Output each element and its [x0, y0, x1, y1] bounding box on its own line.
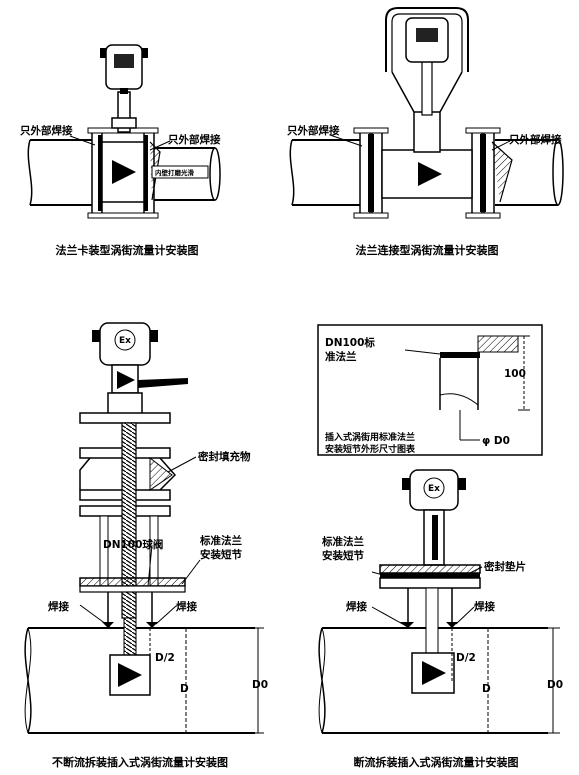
bl-ex-mark: Ex [119, 336, 131, 346]
inset-dn100-label-2: 准法兰 [325, 350, 357, 363]
tl-weld-right-label: 只外部焊接 [168, 133, 221, 146]
br-std-flange-label-2: 安装短节 [322, 549, 364, 562]
inset-dim-100: 100 [504, 368, 526, 380]
inset-dim-phi-d0: φ D0 [482, 435, 510, 447]
bl-weld-right-label: 焊接 [176, 600, 197, 613]
bl-ball-valve-label: DN100球阀 [103, 538, 163, 551]
tr-weld-left-label: 只外部焊接 [287, 124, 340, 137]
bl-dim-half-label: D/2 [155, 652, 175, 664]
br-dim-half-label: D/2 [456, 652, 476, 664]
bl-dim-d-label: D [180, 683, 189, 695]
inset-caption-1: 插入式涡街用标准法兰 [325, 431, 415, 443]
figure-flange-connection: 只外部焊接 只外部焊接 法兰连接型涡街流量计安装图 [287, 7, 564, 257]
br-caption: 断流拆装插入式涡街流量计安装图 [354, 755, 519, 769]
tl-inner-wall-label: 内壁打磨光滑 [155, 168, 195, 177]
bl-caption: 不断流拆装插入式涡街流量计安装图 [52, 755, 228, 769]
br-std-flange-label-1: 标准法兰 [321, 535, 364, 548]
br-dim-d0-label: D0 [547, 679, 563, 691]
br-gasket-label: 密封垫片 [484, 560, 526, 573]
tl-weld-left-label: 只外部焊接 [20, 124, 73, 137]
bl-seal-fill-label: 密封填充物 [198, 450, 251, 463]
br-ex-mark: Ex [428, 484, 440, 494]
tr-weld-right-label: 只外部焊接 [509, 133, 562, 146]
br-weld-left-label: 焊接 [346, 600, 367, 613]
figure-insertion-shutoff: DN100标 准法兰 100 φ D0 插入式涡街用标准法兰 安装短节外形尺寸图… [317, 324, 563, 769]
inset-dn100-label-1: DN100标 [325, 336, 375, 349]
figure-insertion-hot-tap: 密封填充物 DN100球阀 标准法兰 安装短节 焊接 焊接 D/2 D D0 E… [24, 322, 268, 769]
tr-caption: 法兰连接型涡街流量计安装图 [356, 243, 499, 257]
inset-caption-2: 安装短节外形尺寸图表 [325, 443, 416, 455]
tl-caption: 法兰卡装型涡街流量计安装图 [56, 243, 199, 257]
bl-std-flange-label-1: 标准法兰 [199, 534, 242, 547]
br-weld-right-label: 焊接 [474, 600, 495, 613]
br-dim-d-label: D [482, 683, 491, 695]
figure-flange-clamp: 只外部焊接 只外部焊接 内壁打磨光滑 法兰卡装型涡街流量计安装图 [20, 44, 221, 257]
bl-std-flange-label-2: 安装短节 [200, 548, 242, 561]
bl-dim-d0-label: D0 [252, 679, 268, 691]
bl-weld-left-label: 焊接 [48, 600, 69, 613]
